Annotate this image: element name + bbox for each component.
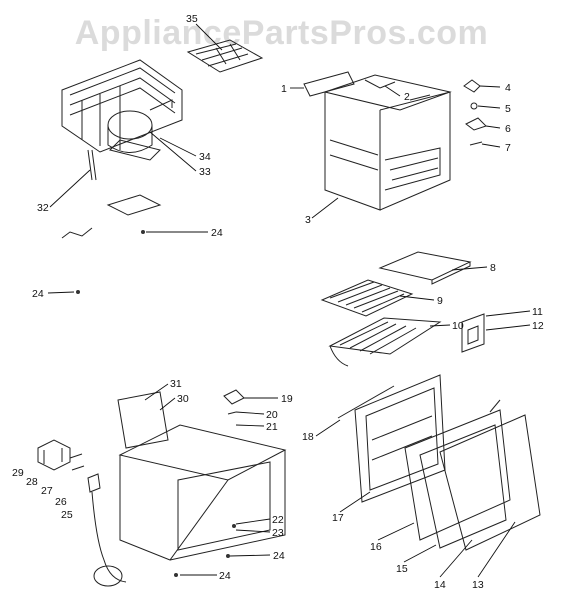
callout-5: 5 (505, 103, 511, 115)
callout-9: 9 (437, 295, 443, 307)
callout-1: 1 (281, 83, 287, 95)
evaporator-tray-35 (186, 39, 264, 73)
callout-24-a: 24 (211, 227, 223, 239)
callout-21: 21 (266, 421, 278, 433)
bracket-misc (61, 194, 162, 294)
freezer-compartment-3 (323, 74, 452, 211)
callout-30: 30 (177, 393, 189, 405)
callout-18: 18 (302, 431, 314, 443)
callout-19: 19 (281, 393, 293, 405)
callout-8: 8 (490, 262, 496, 274)
shelf-8 (378, 251, 472, 285)
callout-6: 6 (505, 123, 511, 135)
callout-11: 11 (532, 306, 543, 318)
callout-4: 4 (505, 82, 511, 94)
small-parts-4-7 (463, 79, 487, 146)
door-liner-17 (354, 374, 446, 503)
callout-23: 23 (272, 527, 284, 539)
cabinet (118, 424, 287, 561)
callout-32: 32 (37, 202, 49, 214)
callout-20: 20 (266, 409, 278, 421)
callout-27: 27 (41, 485, 53, 497)
callout-24-c: 24 (273, 550, 285, 562)
clip-32 (87, 149, 97, 181)
callout-17: 17 (332, 512, 344, 524)
callout-33: 33 (199, 166, 211, 178)
label-plate-1 (303, 71, 355, 97)
callout-26: 26 (55, 496, 67, 508)
callout-labels: 1 2 3 4 5 6 7 8 9 10 11 12 13 14 15 16 1… (12, 13, 544, 591)
callout-2: 2 (404, 91, 410, 103)
callout-12: 12 (532, 320, 544, 332)
thermostat-parts-25-29 (37, 439, 127, 587)
callout-35: 35 (186, 13, 198, 25)
callout-14: 14 (434, 579, 446, 591)
callout-25: 25 (61, 509, 73, 521)
callout-10: 10 (452, 320, 464, 332)
callout-22: 22 (272, 514, 284, 526)
wire-shelf-9 (320, 279, 414, 317)
callout-24-b: 24 (32, 288, 44, 300)
callout-3: 3 (305, 214, 311, 226)
gasket-18 (337, 385, 395, 419)
tray-10 (328, 317, 442, 367)
callout-34: 34 (199, 151, 211, 163)
callout-29: 29 (12, 467, 24, 479)
callout-7: 7 (505, 142, 511, 154)
leader-lines (47, 23, 531, 578)
bracket-11-12 (461, 313, 485, 353)
callout-24-d: 24 (219, 570, 231, 582)
callout-15: 15 (396, 563, 408, 575)
callout-16: 16 (370, 541, 382, 553)
insulation-30-31 (117, 391, 169, 449)
door-panels-13-16 (404, 399, 541, 551)
compressor-frame-assembly (61, 59, 183, 161)
callout-31: 31 (170, 378, 182, 390)
callout-13: 13 (472, 579, 484, 591)
callout-28: 28 (26, 476, 38, 488)
